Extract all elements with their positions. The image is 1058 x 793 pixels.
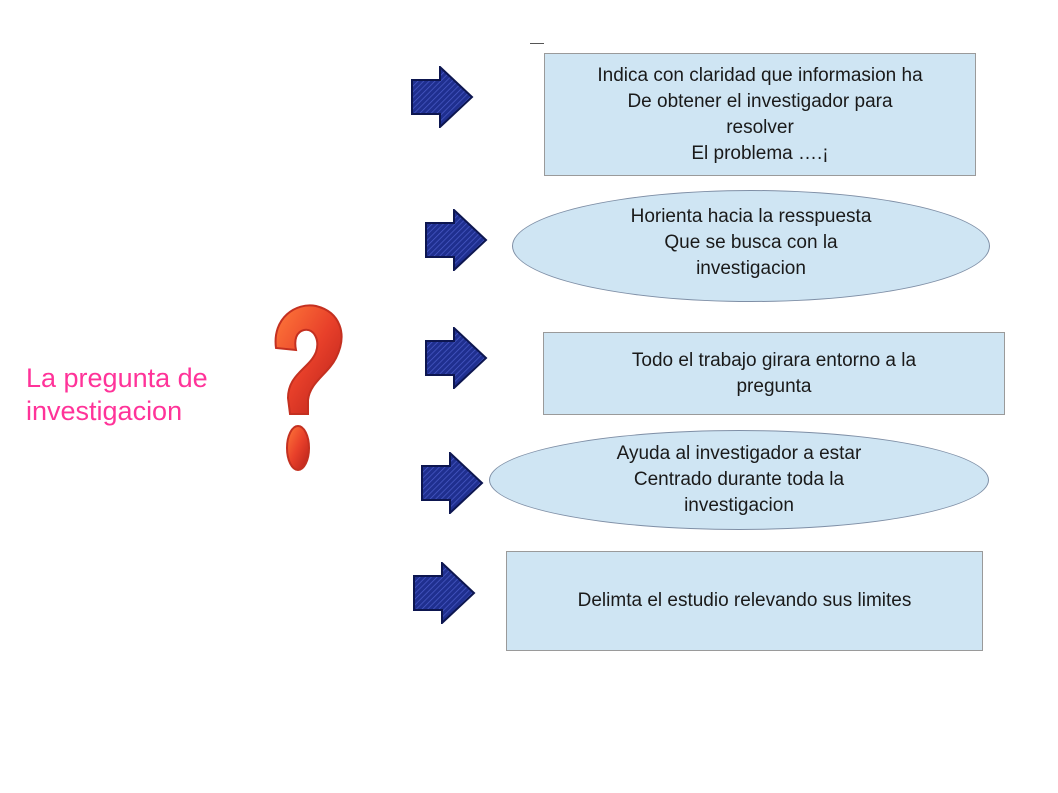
diagram-title: La pregunta de investigacion — [26, 362, 266, 428]
item-2-line-1: Horienta hacia la resspuesta — [630, 206, 872, 227]
question-mark-icon — [274, 304, 343, 471]
arrow-4-icon — [421, 452, 484, 514]
item-4-line-2: Centrado durante toda la — [633, 469, 845, 490]
item-2-line-2: Que se busca con la — [664, 232, 838, 253]
small-dash — [530, 43, 544, 44]
arrow-5-icon — [413, 562, 476, 624]
item-box-1: Indica con claridad que informasion ha D… — [544, 53, 976, 176]
item-4-line-1: Ayuda al investigador a estar — [616, 443, 862, 464]
item-1-line-4: El problema ….¡ — [691, 142, 829, 164]
title-line-2: investigacion — [26, 396, 183, 426]
item-2-line-3: investigacion — [696, 258, 806, 279]
item-3-line-1: Todo el trabajo girara entorno a la — [631, 349, 917, 371]
arrow-1-icon — [411, 66, 474, 128]
item-box-5: Delimta el estudio relevando sus limites — [506, 551, 983, 651]
item-3-line-2: pregunta — [736, 375, 812, 397]
arrow-2-icon — [425, 209, 488, 271]
item-ellipse-2: Horienta hacia la resspuesta Que se busc… — [512, 190, 990, 302]
item-4-line-3: investigacion — [684, 495, 794, 516]
item-1-line-2: De obtener el investigador para — [627, 90, 893, 112]
item-ellipse-4: Ayuda al investigador a estar Centrado d… — [489, 430, 989, 530]
title-line-1: La pregunta de — [26, 363, 208, 393]
item-box-3: Todo el trabajo girara entorno a la preg… — [543, 332, 1005, 415]
arrow-3-icon — [425, 327, 488, 389]
item-1-line-3: resolver — [726, 116, 794, 138]
item-5-line-1: Delimta el estudio relevando sus limites — [577, 590, 912, 611]
item-1-line-1: Indica con claridad que informasion ha — [597, 64, 923, 86]
